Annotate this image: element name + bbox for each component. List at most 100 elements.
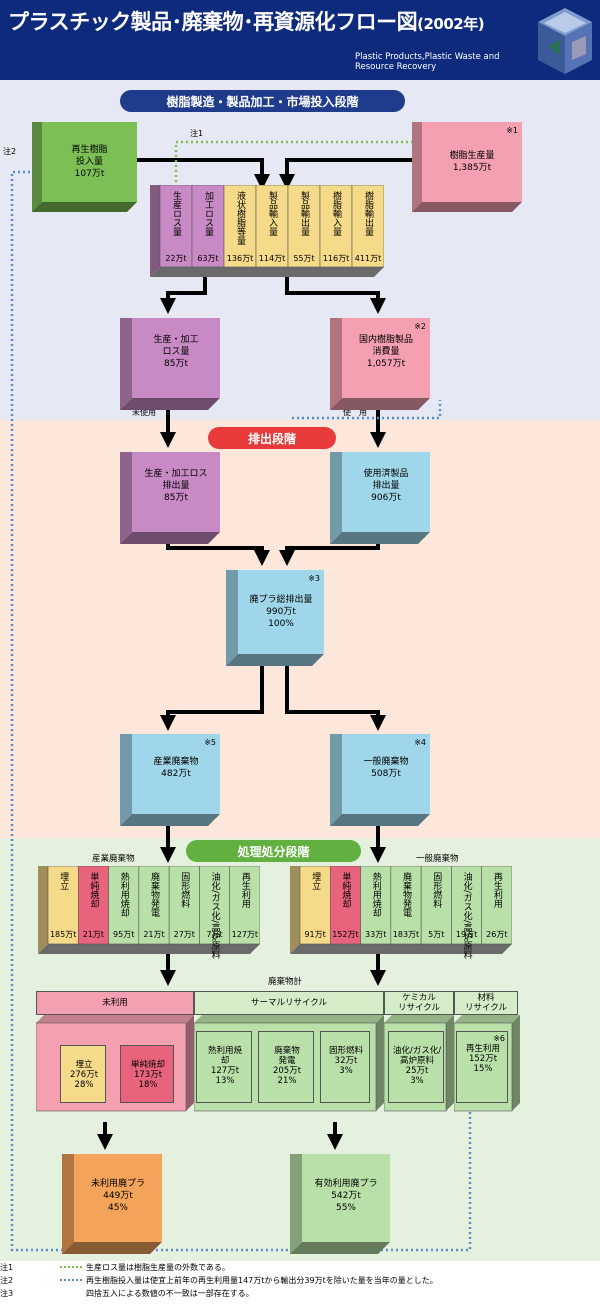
loss-discharge-box-shape [120, 452, 220, 544]
industrial-table-cell-value: 185万t [49, 930, 77, 939]
totals-item-label: 熱利用焼 却 [207, 1046, 242, 1066]
arrow-production-to-market [279, 158, 418, 190]
resin-production-box-label: 樹脂生産量 [449, 151, 495, 161]
industrial-table-cell-label: 廃棄物発電 [149, 872, 159, 917]
total-waste-box-shape [226, 570, 324, 666]
loss-box-value: 85万t [164, 359, 188, 369]
totals-item-value: 127万t [210, 1066, 240, 1076]
note-1-text: 生産ロス量は樹脂生産量の外数である。 [86, 1263, 230, 1272]
totals-item-label: 固形燃料 [328, 1046, 363, 1056]
general-table-cell-value: 33万t [365, 930, 387, 939]
totals-item-label: 油化/ガス化/ 高炉原料 [392, 1046, 442, 1066]
domestic-box-mark: ※2 [414, 322, 426, 331]
resin-production-box-mark: ※1 [506, 126, 518, 135]
industrial-table-cell-label: 熱利用焼却 [118, 872, 129, 917]
totals-item-value: 32万t [334, 1056, 358, 1066]
market-table-cell-label: 樹脂輸入量 [331, 191, 341, 236]
industrial-table-cell-value: 95万t [113, 930, 135, 939]
totals-item-label: 単純焼却 [130, 1060, 165, 1070]
page-title: プラスチック製品･廃棄物･再資源化フロー図(2002年) [8, 10, 485, 34]
totals-item-pct: 13% [215, 1076, 235, 1086]
industrial-table-cell-label: 油化/ガス化/高炉原料 [209, 872, 220, 960]
totals-title: 廃棄物計 [268, 977, 303, 987]
total-waste-box-mark: ※3 [308, 574, 320, 583]
resin-production-box-value: 1,385万t [452, 163, 492, 173]
market-table-cell-value: 136万t [226, 254, 254, 263]
market-table-shape [150, 185, 384, 277]
totals-item-label: 廃棄物 発電 [274, 1046, 300, 1066]
loss-discharge-box-value: 85万t [164, 493, 188, 503]
market-table-cell-value: 114万t [258, 254, 286, 263]
recycled-input-box-value: 107万t [74, 169, 105, 179]
market-table-cell-label: 加工ロス量 [203, 191, 213, 236]
loss-discharge-box-face: 生産・加工ロス 排出量 85万t [132, 452, 220, 532]
totals-item-pct: 28% [74, 1080, 94, 1090]
effective-total-box-pct: 55% [335, 1203, 356, 1213]
used-products-box-label: 使用済製品 排出量 [363, 469, 409, 491]
totals-item-label: 再生利用 [465, 1044, 500, 1054]
market-table-cell-value: 411万t [354, 254, 382, 263]
totals-item-label: 埋立 [75, 1060, 93, 1070]
general-table-shape [290, 866, 512, 954]
industrial-table-cell-value: 21万t [143, 930, 165, 939]
unused-total-box-pct: 45% [107, 1203, 128, 1213]
used-products-box: 使用済製品 排出量 906万t [330, 452, 430, 544]
stage-process-label: 処理処分段階 [186, 840, 361, 862]
totals-header-unused: 未利用 [36, 991, 194, 1015]
resin-production-box-shape [412, 122, 522, 212]
loss-discharge-box-label: 生産・加工ロス 排出量 [144, 469, 208, 491]
industrial-box-label: 産業廃棄物 [153, 757, 199, 767]
domestic-box-label: 国内樹脂製品 消費量 [358, 335, 413, 357]
totals-item-value: 152万t [468, 1054, 498, 1064]
general-table-cell-label: 再生利用 [491, 872, 502, 908]
general-table-cell-label: 固形燃料 [431, 872, 442, 908]
note2-tag: 注2 [3, 147, 17, 156]
note-1-dot-icon [60, 1266, 82, 1268]
industrial-table-cell-value: 127万t [231, 930, 259, 939]
note-2-text: 再生樹脂投入量は使宜上前年の再生利用量147万tから輸出分39万tを除いた量を当… [86, 1276, 438, 1285]
totals-item-value: 205万t [272, 1066, 302, 1076]
market-table-cell-label: 液状樹脂等量 [235, 191, 245, 245]
general-table-cell-value: 26万t [486, 930, 508, 939]
industrial-table-cell-value: 21万t [82, 930, 105, 939]
loss-box-shape [120, 318, 220, 410]
industrial-box-shape [120, 734, 220, 826]
total-waste-box-label: 廃プラ総排出量 [249, 595, 313, 605]
note-2-dot-icon [60, 1279, 82, 1281]
effective-total-box-shape [290, 1154, 390, 1254]
arrow-total-to-industrial [160, 655, 264, 731]
totals-item-value: 25万t [405, 1066, 429, 1076]
note-3-text: 四捨五入による数値の不一致は一部存在する。 [86, 1289, 254, 1298]
industrial-table-cell-label: 再生利用 [239, 872, 250, 908]
totals-header-thermal: サーマルリサイクル [194, 991, 384, 1015]
totals-item-pct: 15% [473, 1064, 493, 1074]
general-table-cell-label: 埋立 [310, 872, 321, 890]
totals-item-value: 276万t [69, 1070, 99, 1080]
totals-item-mark: ※6 [493, 1034, 505, 1043]
loss-discharge-box: 生産・加工ロス 排出量 85万t [120, 452, 220, 544]
note1-dotted-line [174, 140, 418, 182]
note2-dotted-line [10, 170, 472, 1252]
unused-total-box-shape [62, 1154, 162, 1254]
resin-production-box: ※1 樹脂生産量 1,385万t [412, 122, 522, 212]
general-table-cell-value: 19万t [455, 930, 478, 939]
effective-total-box-value: 542万t [331, 1191, 361, 1201]
industrial-table-cell-value: 27万t [173, 930, 195, 939]
used-products-box-value: 906万t [371, 493, 401, 503]
